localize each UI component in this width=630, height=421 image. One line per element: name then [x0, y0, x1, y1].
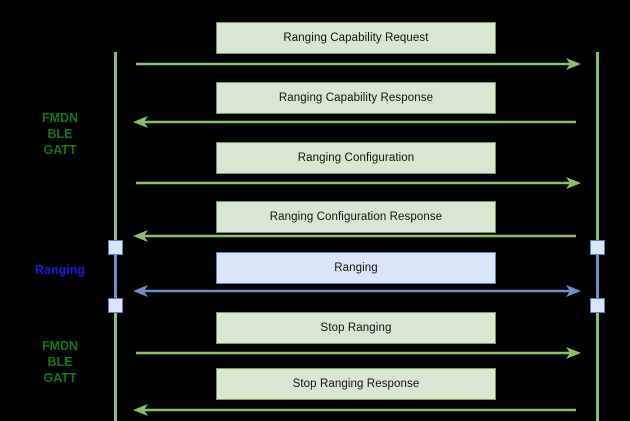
- message-box-stop-ranging-response: Stop Ranging Response: [216, 368, 496, 400]
- message-box-stop-ranging: Stop Ranging: [216, 312, 496, 344]
- activation-box-right-top: [590, 240, 605, 255]
- message-box-ranging-capability-request: Ranging Capability Request: [216, 22, 496, 54]
- message-box-ranging-capability-response: Ranging Capability Response: [216, 82, 496, 114]
- message-box-ranging-configuration: Ranging Configuration: [216, 142, 496, 174]
- side-label-ranging: Ranging: [35, 263, 85, 277]
- message-box-ranging: Ranging: [216, 252, 496, 284]
- activation-line-right: [596, 247, 599, 305]
- lifeline-left: [114, 52, 117, 421]
- lifeline-right: [596, 52, 599, 421]
- side-label-fmdn-ble-gatt-top: FMDN BLE GATT: [41, 111, 79, 157]
- activation-box-right-bottom: [590, 298, 605, 313]
- message-box-ranging-configuration-response: Ranging Configuration Response: [216, 201, 496, 233]
- activation-line-left: [114, 247, 117, 305]
- activation-box-left-bottom: [108, 298, 123, 313]
- activation-box-left-top: [108, 240, 123, 255]
- side-label-fmdn-ble-gatt-bottom: FMDN BLE GATT: [41, 339, 79, 385]
